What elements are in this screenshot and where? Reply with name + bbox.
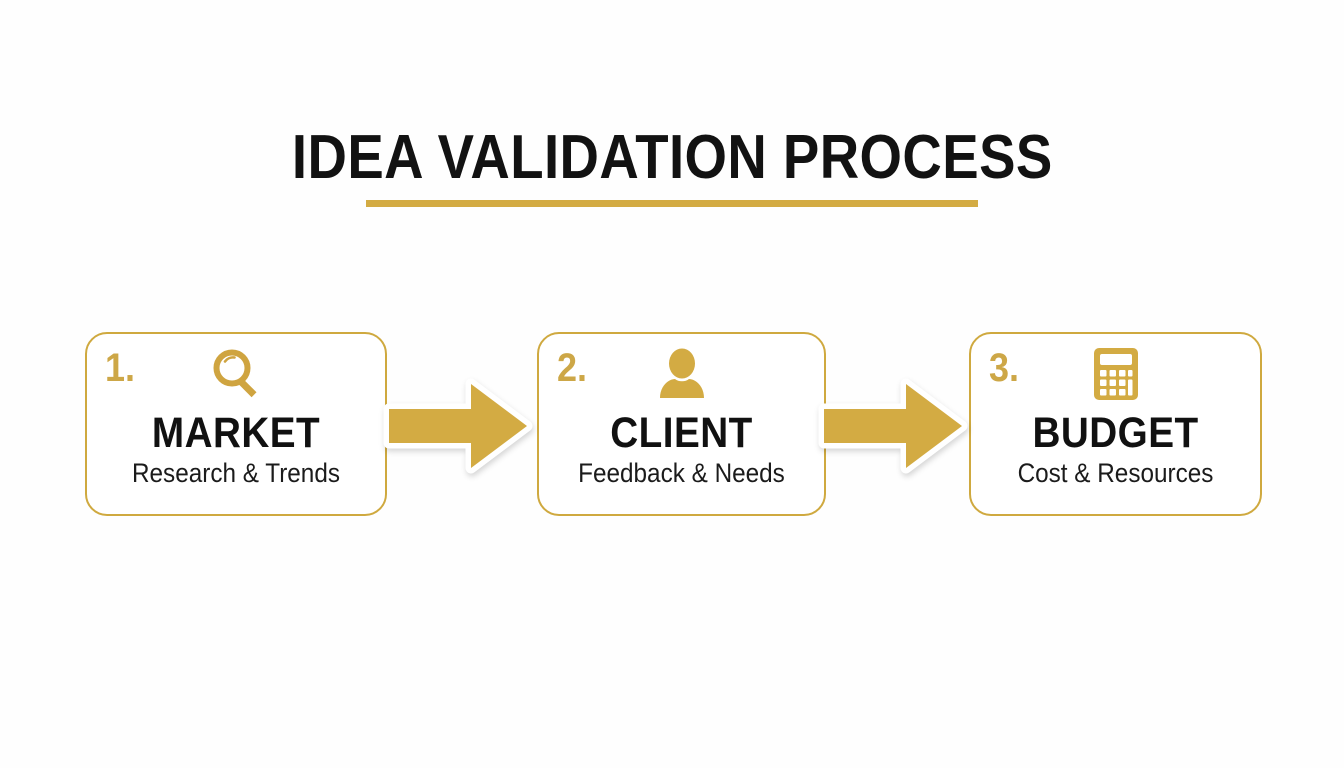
step-subtitle-2: Feedback & Needs — [578, 458, 785, 488]
step-title-3: BUDGET — [1032, 409, 1199, 457]
process-step-market[interactable]: 1. MARKET Research & Trends — [85, 332, 387, 516]
process-step-client[interactable]: 2. CLIENT Feedback & Needs — [537, 332, 826, 516]
arrow-right-icon — [383, 374, 533, 478]
process-step-budget[interactable]: 3. — [969, 332, 1262, 516]
step-number-3: 3. — [989, 346, 1020, 390]
title-underline — [366, 200, 978, 207]
step-number-1: 1. — [105, 346, 136, 390]
step-subtitle-3: Cost & Resources — [1017, 458, 1214, 488]
process-flow: 1. MARKET Research & Trends — [0, 332, 1344, 518]
page-title-text: IDEA VALIDATION PROCESS — [291, 123, 1053, 192]
step-title-2: CLIENT — [610, 409, 753, 457]
step-title-1: MARKET — [151, 409, 321, 457]
arrow-right-icon — [818, 374, 968, 478]
person-icon — [539, 346, 824, 402]
step-number-2: 2. — [557, 346, 588, 390]
calculator-icon — [971, 346, 1260, 402]
step-subtitle-1: Research & Trends — [131, 458, 340, 488]
page-title: IDEA VALIDATION PROCESS — [0, 126, 1344, 207]
magnifier-icon — [87, 346, 385, 402]
